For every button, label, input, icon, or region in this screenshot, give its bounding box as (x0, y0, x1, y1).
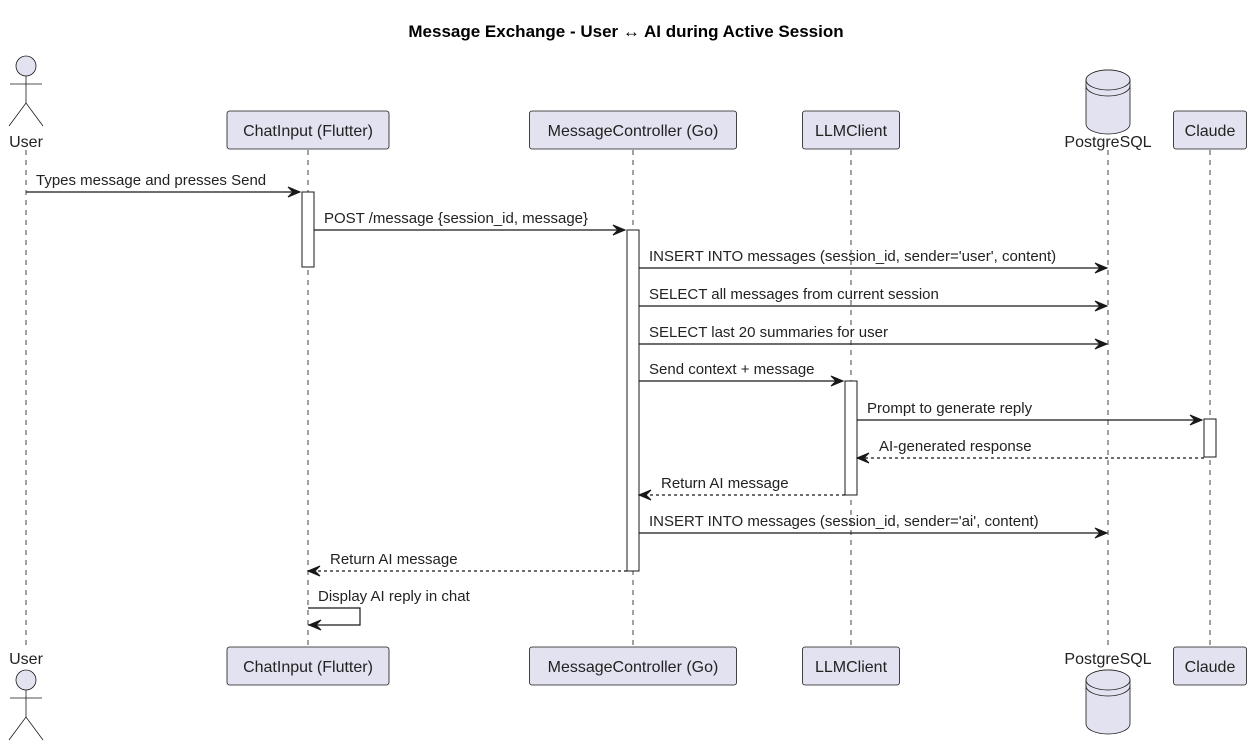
message-line (308, 607, 361, 626)
database-pg-top: PostgreSQL (1064, 69, 1152, 151)
message-label: Prompt to generate reply (867, 400, 1033, 417)
actor-label: User (9, 134, 43, 151)
participant-mc-top: MessageController (Go) (529, 110, 737, 150)
participant-mc-bottom: MessageController (Go) (529, 646, 737, 686)
message-6: Send context + message (639, 361, 845, 387)
participant-box (802, 646, 900, 686)
arrowhead (1094, 300, 1109, 312)
arrowhead (1094, 262, 1109, 274)
database-top (1085, 669, 1131, 691)
participant-claude-top: Claude (1173, 110, 1247, 150)
message-label: Return AI message (661, 475, 789, 492)
participant-llm-top: LLMClient (802, 110, 900, 150)
message-label: INSERT INTO messages (session_id, sender… (649, 248, 1056, 265)
activation-llm (844, 380, 858, 496)
message-label: Display AI reply in chat (318, 588, 471, 605)
arrowhead (287, 186, 302, 198)
message-3: INSERT INTO messages (session_id, sender… (639, 248, 1109, 274)
message-11: Return AI message (306, 551, 627, 577)
arrowhead (1094, 338, 1109, 350)
message-label: Types message and presses Send (36, 172, 266, 189)
message-2: POST /message {session_id, message} (314, 210, 627, 236)
database-label: PostgreSQL (1064, 651, 1151, 668)
participant-label: ChatInput (Flutter) (243, 659, 373, 676)
database-top (1085, 69, 1131, 91)
participant-label: Claude (1185, 659, 1236, 676)
actor-head (15, 55, 37, 77)
actor-head (15, 669, 37, 691)
actor-user-top: User (8, 55, 44, 151)
arrowhead (612, 224, 627, 236)
participant-box (226, 110, 390, 150)
participant-box (226, 646, 390, 686)
arrowhead (830, 375, 845, 387)
activation-bars (301, 191, 1217, 572)
message-7: Prompt to generate reply (857, 400, 1204, 426)
activation-claude (1203, 418, 1217, 458)
message-12: Display AI reply in chat (307, 588, 471, 631)
message-label: INSERT INTO messages (session_id, sender… (649, 513, 1039, 530)
database-label: PostgreSQL (1064, 134, 1151, 151)
message-label: SELECT last 20 summaries for user (649, 324, 888, 341)
message-10: INSERT INTO messages (session_id, sender… (639, 513, 1109, 539)
arrowhead (306, 565, 321, 577)
arrowhead (637, 489, 652, 501)
activation-chat (301, 191, 315, 268)
participant-label: MessageController (Go) (548, 123, 719, 140)
arrowhead (1094, 527, 1109, 539)
message-1: Types message and presses Send (26, 172, 302, 198)
participant-box (1173, 110, 1247, 150)
participant-chat-bottom: ChatInput (Flutter) (226, 646, 390, 686)
arrowhead (1189, 414, 1204, 426)
arrowhead (855, 452, 870, 464)
participant-label: LLMClient (815, 659, 888, 676)
participant-label: MessageController (Go) (548, 659, 719, 676)
participant-box (802, 110, 900, 150)
actor-user-bottom: User (8, 651, 44, 741)
database-pg-bottom: PostgreSQL (1064, 651, 1152, 735)
activation-mc (626, 229, 640, 572)
diagram-title: Message Exchange - User ↔ AI during Acti… (408, 22, 843, 41)
message-label: Send context + message (649, 361, 815, 378)
arrowhead (307, 619, 322, 631)
participant-claude-bottom: Claude (1173, 646, 1247, 686)
participant-chat-top: ChatInput (Flutter) (226, 110, 390, 150)
message-9: Return AI message (637, 475, 845, 501)
participant-llm-bottom: LLMClient (802, 646, 900, 686)
participant-label: LLMClient (815, 123, 888, 140)
message-label: Return AI message (330, 551, 458, 568)
message-label: AI-generated response (879, 438, 1032, 455)
message-8: AI-generated response (855, 438, 1204, 464)
participant-label: ChatInput (Flutter) (243, 123, 373, 140)
message-4: SELECT all messages from current session (639, 286, 1109, 312)
actor-label: User (9, 651, 43, 668)
message-5: SELECT last 20 summaries for user (639, 324, 1109, 350)
participant-box (529, 110, 737, 150)
participant-box (1173, 646, 1247, 686)
participant-box (529, 646, 737, 686)
message-label: POST /message {session_id, message} (324, 210, 588, 227)
message-label: SELECT all messages from current session (649, 286, 939, 303)
participant-label: Claude (1185, 123, 1236, 140)
